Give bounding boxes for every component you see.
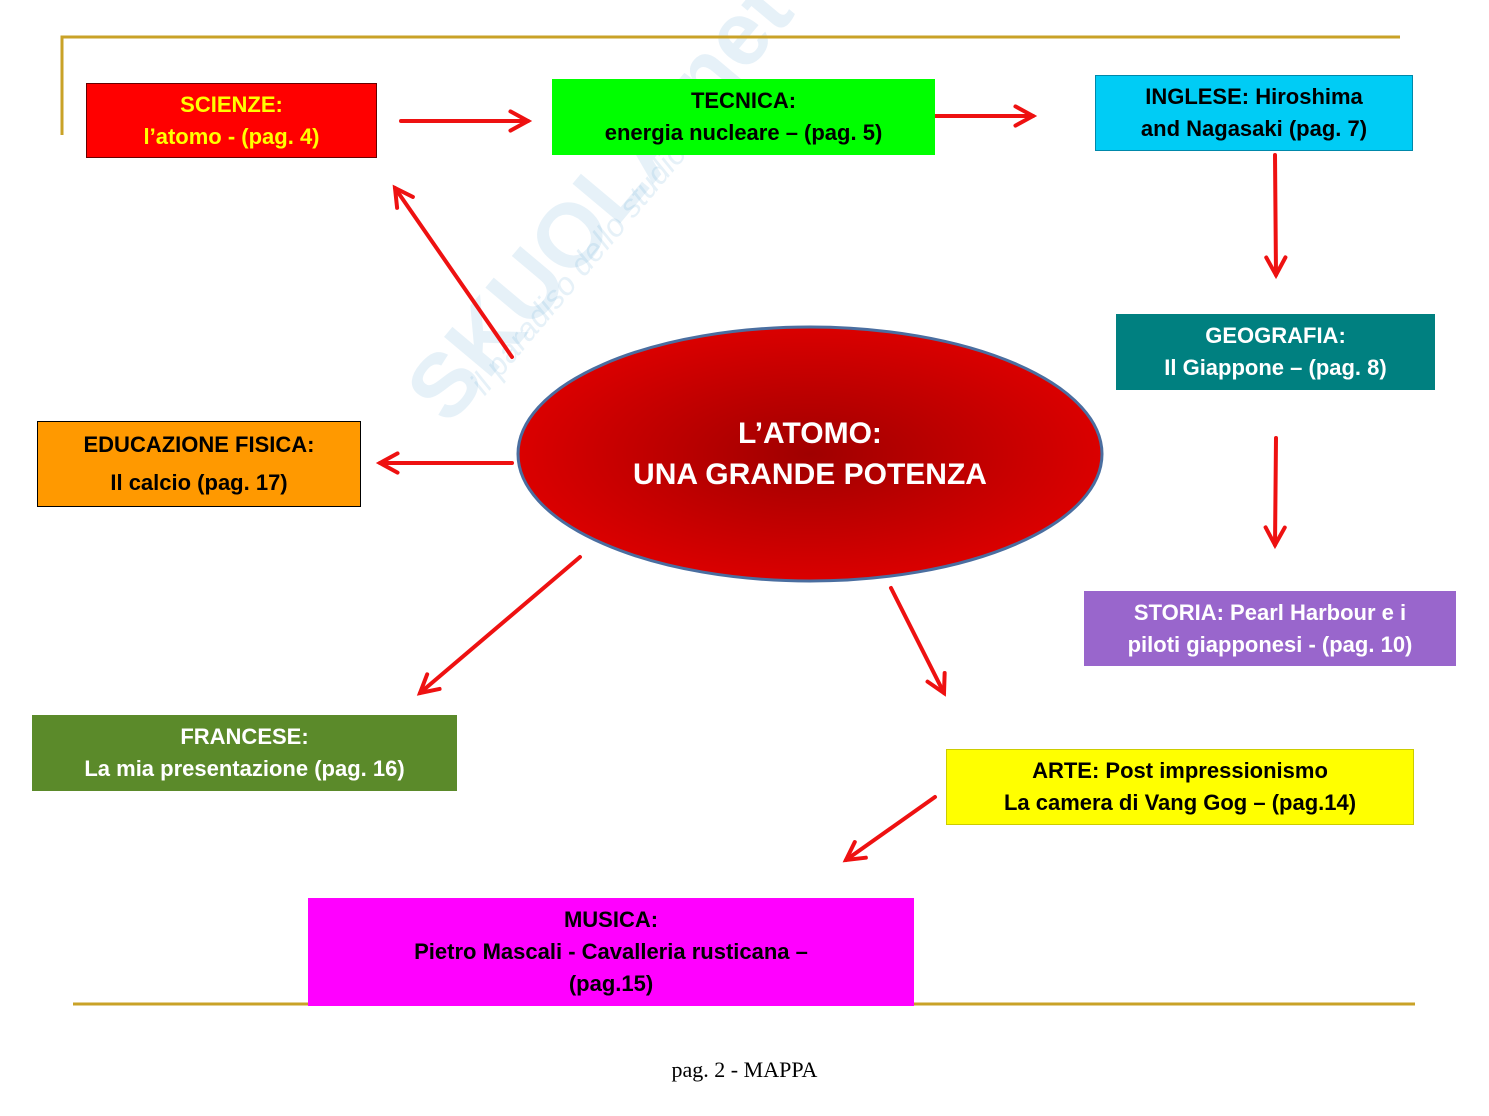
node-musica-title: MUSICA: xyxy=(563,907,659,932)
node-educazione-fisica-subtitle: Il calcio (pag. 17) xyxy=(110,470,288,495)
arrowhead-icon xyxy=(508,109,533,133)
node-storia-title: STORIA: Pearl Harbour e i xyxy=(1133,599,1407,625)
page-footer: pag. 2 - MAPPA xyxy=(671,1057,818,1082)
node-storia-subtitle: piloti giapponesi - (pag. 10) xyxy=(1127,631,1413,657)
arrowhead-icon xyxy=(842,840,868,863)
arrow-center-to-scienze xyxy=(392,184,514,359)
top-rule xyxy=(60,35,1400,135)
node-tecnica-title: TECNICA: xyxy=(690,88,797,113)
central-topic-line2: UNA GRANDE POTENZA xyxy=(633,458,987,491)
node-geografia-subtitle: Il Giappone – (pag. 8) xyxy=(1164,355,1387,380)
node-educazione-fisica: EDUCAZIONE FISICA: Il calcio (pag. 17) xyxy=(37,421,361,507)
node-tecnica-subtitle: energia nucleare – (pag. 5) xyxy=(604,120,883,145)
node-francese: FRANCESE: La mia presentazione (pag. 16) xyxy=(32,715,457,791)
arrowhead-icon xyxy=(392,184,415,210)
node-arte: ARTE: Post impressionismo La camera di V… xyxy=(946,749,1414,825)
node-musica-subtitle: Pietro Mascali - Cavalleria rusticana – xyxy=(414,939,808,964)
arrowhead-icon xyxy=(375,451,400,475)
center-ellipse xyxy=(516,325,1104,583)
arrowhead-icon xyxy=(416,672,442,696)
arrow-inglese-to-geografia xyxy=(1264,153,1288,280)
node-tecnica: TECNICA: energia nucleare – (pag. 5) xyxy=(552,79,935,155)
arrow-center-to-francese xyxy=(416,555,582,696)
node-inglese-subtitle: and Nagasaki (pag. 7) xyxy=(1140,116,1368,141)
node-geografia-title: GEOGRAFIA: xyxy=(1205,323,1346,348)
node-inglese: INGLESE: Hiroshima and Nagasaki (pag. 7) xyxy=(1095,75,1413,151)
node-arte-title: ARTE: Post impressionismo xyxy=(1032,758,1328,783)
node-francese-title: FRANCESE: xyxy=(180,724,309,749)
arrow-center-to-educazione-fisica xyxy=(375,451,514,475)
node-francese-subtitle: La mia presentazione (pag. 16) xyxy=(84,756,405,781)
node-storia: STORIA: Pearl Harbour e i piloti giappon… xyxy=(1084,591,1456,666)
arrowhead-icon xyxy=(1264,255,1288,280)
node-musica: MUSICA: Pietro Mascali - Cavalleria rust… xyxy=(308,898,914,1006)
node-scienze: SCIENZE: l’atomo - (pag. 4) xyxy=(86,83,377,158)
arrow-geografia-to-storia xyxy=(1263,436,1287,550)
node-arte-subtitle: La camera di Vang Gog – (pag.14) xyxy=(1003,790,1357,815)
arrowhead-icon xyxy=(925,671,947,697)
node-geografia: GEOGRAFIA: Il Giappone – (pag. 8) xyxy=(1116,314,1435,390)
arrow-arte-to-musica xyxy=(842,795,937,863)
central-topic: L’ATOMO: UNA GRANDE POTENZA xyxy=(518,327,1102,581)
node-inglese-title: INGLESE: Hiroshima xyxy=(1145,84,1363,109)
arrow-center-to-arte xyxy=(889,586,947,697)
arrowhead-icon xyxy=(1263,525,1287,550)
node-scienze-subtitle: l’atomo - (pag. 4) xyxy=(143,123,320,149)
arrowhead-icon xyxy=(1013,104,1038,128)
node-scienze-title: SCIENZE: xyxy=(180,91,283,117)
arrow-scienze-to-tecnica xyxy=(399,109,533,133)
central-topic-line1: L’ATOMO: xyxy=(738,417,882,450)
node-musica-page: (pag.15) xyxy=(568,971,654,996)
arrow-tecnica-to-inglese xyxy=(926,104,1038,128)
node-educazione-fisica-title: EDUCAZIONE FISICA: xyxy=(83,432,315,457)
